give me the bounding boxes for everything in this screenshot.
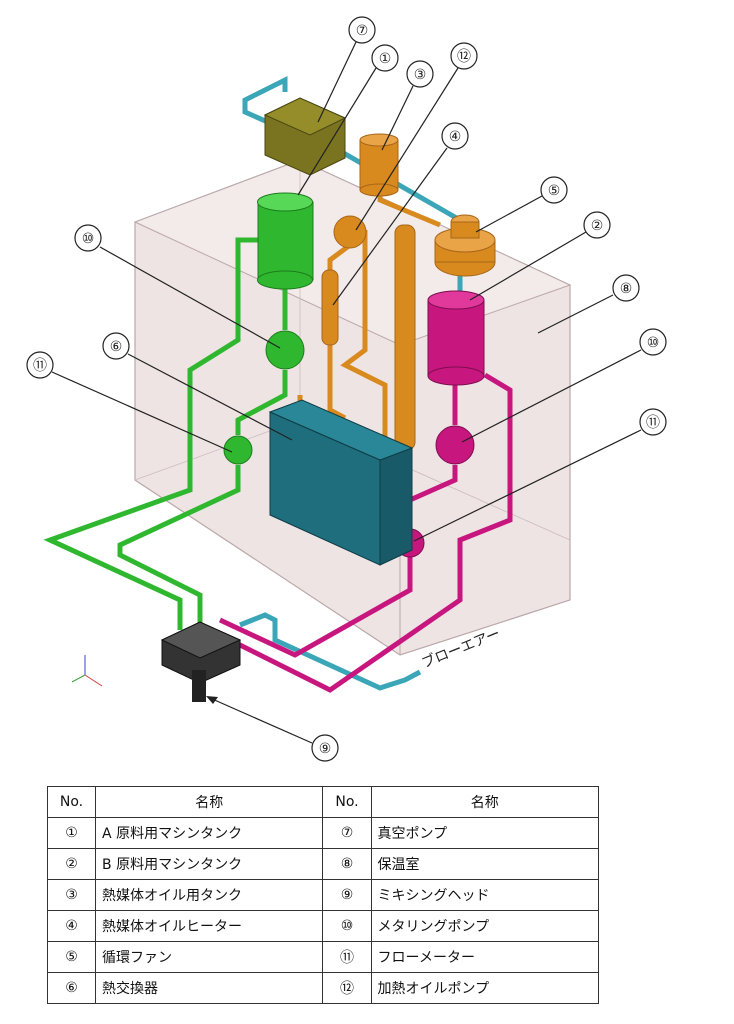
a-material-tank [257,192,314,290]
row-no: ⑪ [322,941,372,973]
callout-4: ④ [449,129,462,145]
callout-9: ⑨ [319,741,332,757]
table-header-row: No. 名称 No. 名称 [46,786,600,818]
row-name: A 原料用マシンタンク [95,817,324,849]
callout-12: ⑫ [457,49,471,65]
vacuum-pump [263,97,347,176]
flow-meter-a [223,435,253,465]
callout-2: ② [591,218,604,234]
header-name-1: 名称 [95,786,324,818]
table-row: ⑥ 熱交換器 ⑫ 加熱オイルポンプ [46,972,600,1004]
header-no-2: No. [322,786,372,818]
table-row: ④ 熱媒体オイルヒーター ⑩ メタリングポンプ [46,910,600,942]
callout-8: ⑧ [620,281,633,297]
table-row: ③ 熱媒体オイル用タンク ⑨ ミキシングヘッド [46,879,600,911]
parts-table: No. 名称 No. 名称 ① A 原料用マシンタンク ⑦ 真空ポンプ ② B … [46,786,600,1004]
row-no: ② [46,848,97,880]
b-material-tank [427,290,485,386]
row-no: ⑨ [322,879,372,911]
metering-pump-b [435,425,475,465]
table-row: ⑤ 循環ファン ⑪ フローメーター [46,941,600,973]
row-name: 真空ポンプ [370,817,600,849]
oil-tank [359,133,399,197]
equipment-diagram: ブローエアー ⑦ ① ③ ⑫ ④ ⑤ ② ⑩ ⑧ ⑥ ⑪ [26,16,667,762]
row-name: ミキシングヘッド [370,879,600,911]
header-no-1: No. [46,786,97,818]
row-no: ⑧ [322,848,372,880]
row-name: メタリングポンプ [370,910,600,942]
callout-3: ③ [414,67,427,83]
row-no: ③ [46,879,97,911]
row-name: 熱媒体オイルヒーター [95,910,324,942]
row-name: 循環ファン [95,941,324,973]
callout-5: ⑤ [548,183,561,199]
row-no: ⑫ [322,972,372,1004]
header-name-2: 名称 [370,786,600,818]
heated-oil-pump [333,215,367,249]
callout-11-right: ⑪ [646,415,660,431]
row-no: ⑩ [322,910,372,942]
callouts: ⑦ ① ③ ⑫ ④ ⑤ ② ⑩ ⑧ ⑥ ⑪ ⑩ [26,16,667,762]
row-no: ④ [46,910,97,942]
callout-6: ⑥ [110,339,123,355]
callout-10-right: ⑩ [647,335,660,351]
row-name: 保温室 [370,848,600,880]
row-name: 熱交換器 [95,972,324,1004]
row-no: ① [46,817,97,849]
oil-heater [321,269,339,346]
axis-gizmo [71,655,103,687]
row-name: B 原料用マシンタンク [95,848,324,880]
heat-exchanger [268,399,414,566]
mixing-head [160,621,242,702]
circulation-fan [434,214,496,277]
callout-11-left: ⑪ [33,358,47,374]
table-row: ② B 原料用マシンタンク ⑧ 保温室 [46,848,600,880]
row-name: フローメーター [370,941,600,973]
metering-pump-a [265,330,305,370]
callout-1: ① [379,51,392,67]
table-row: ① A 原料用マシンタンク ⑦ 真空ポンプ [46,817,600,849]
row-no: ⑥ [46,972,97,1004]
callout-10-left: ⑩ [82,231,95,247]
row-name: 加熱オイルポンプ [370,972,600,1004]
row-no: ⑤ [46,941,97,973]
callout-7: ⑦ [356,23,369,39]
row-name: 熱媒体オイル用タンク [95,879,324,911]
row-no: ⑦ [322,817,372,849]
